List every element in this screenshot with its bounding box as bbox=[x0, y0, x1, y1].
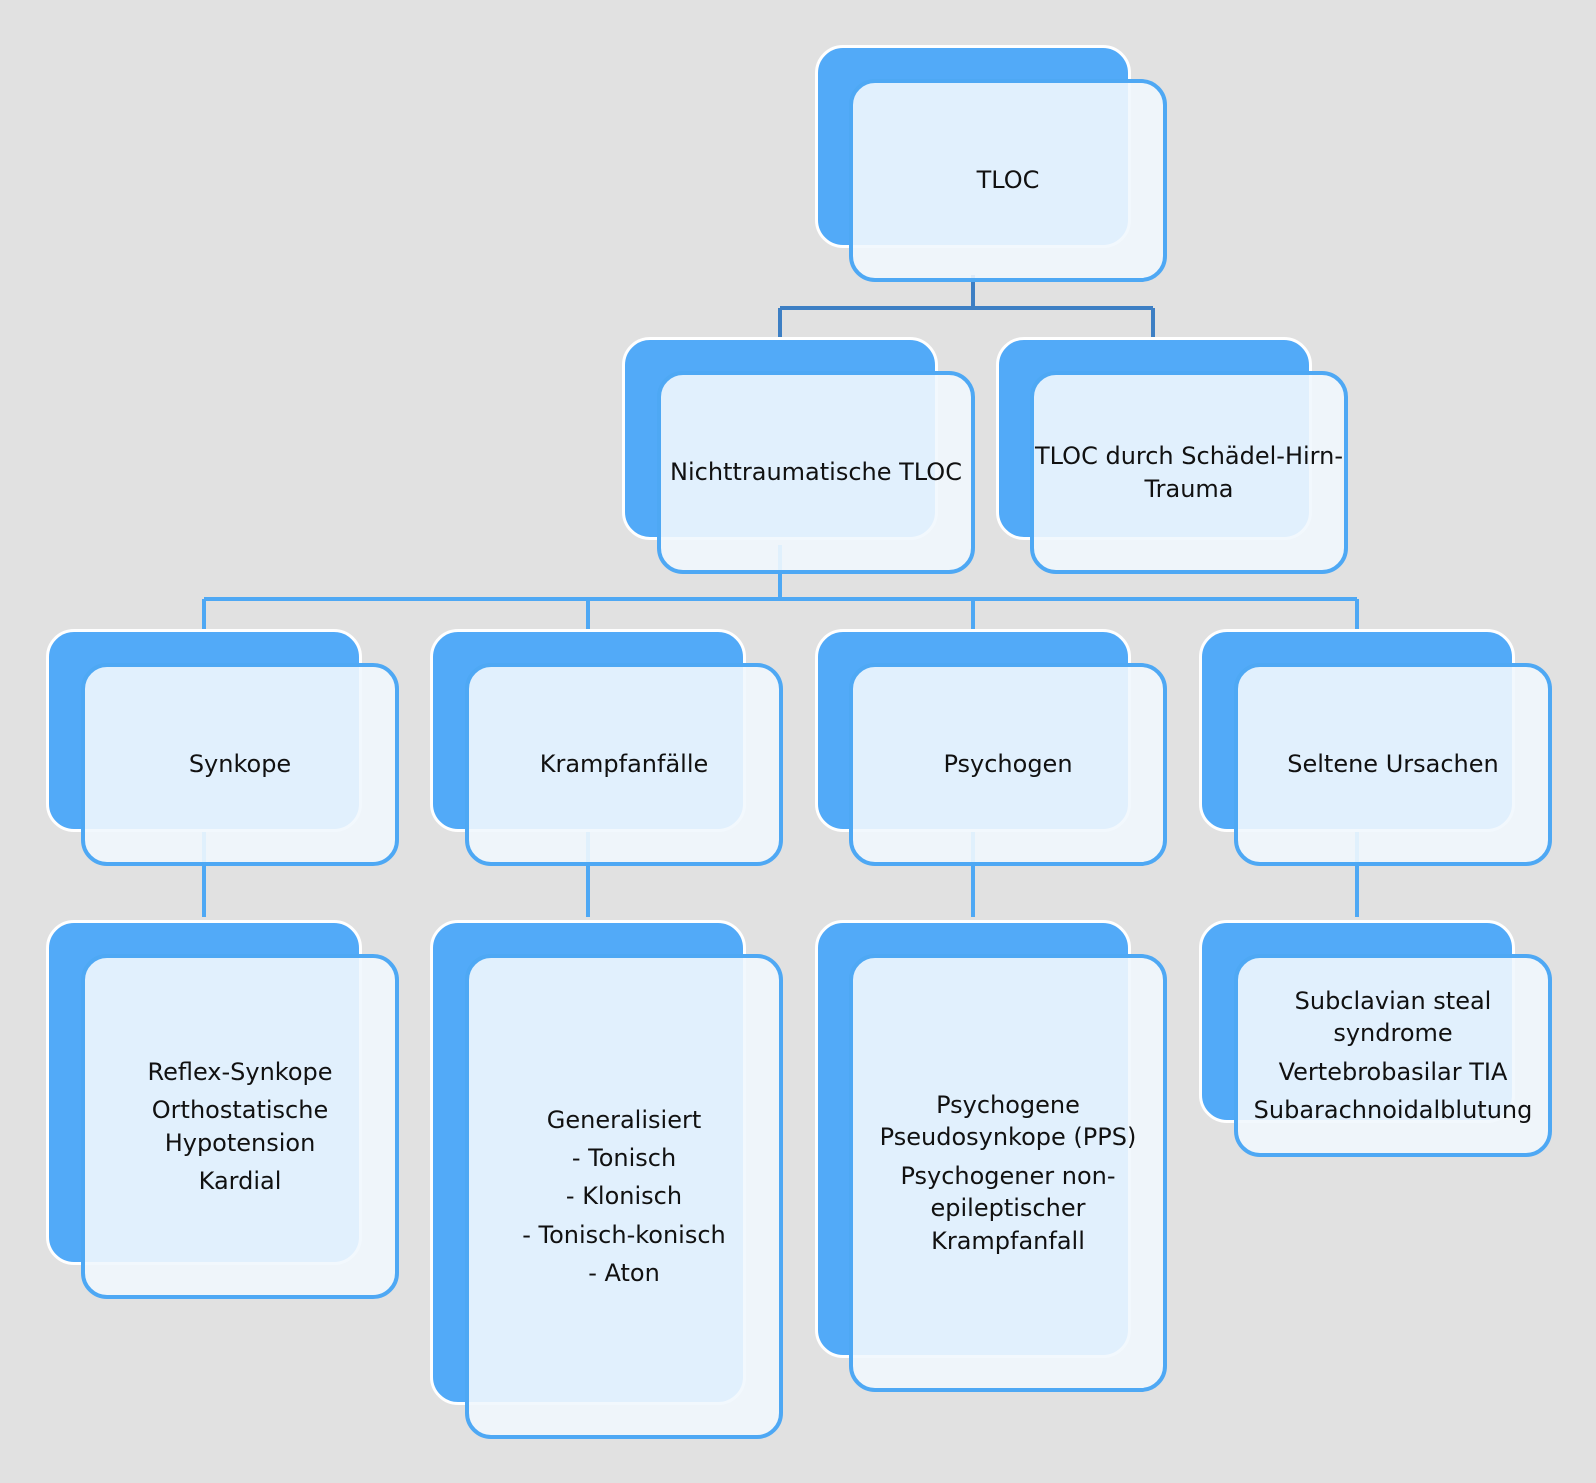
detail-line: Psychogene Pseudosynkope (PPS) bbox=[879, 1091, 1137, 1152]
node-label: Krampfanfälle bbox=[539, 750, 709, 779]
node-label: Seltene Ursachen bbox=[1287, 750, 1499, 779]
detail-line: Subarachnoidalblutung bbox=[1253, 1095, 1533, 1124]
card-face: Seltene Ursachen bbox=[1234, 663, 1552, 866]
card-face: TLOC bbox=[849, 79, 1167, 282]
node-label: TLOC bbox=[976, 166, 1040, 195]
detail-line: Subclavian steal syndrome bbox=[1294, 986, 1492, 1048]
card-face: Nichttraumatische TLOC bbox=[657, 371, 975, 574]
card-face: Psychogene Pseudosynkope (PPS) Psychogen… bbox=[849, 954, 1167, 1392]
detail-line: - Tonisch bbox=[571, 1143, 677, 1172]
card-face: Subclavian steal syndrome Vertebrobasila… bbox=[1234, 954, 1552, 1157]
detail-line: Generalisiert bbox=[546, 1105, 702, 1134]
detail-line: Reflex-Synkope bbox=[147, 1057, 333, 1086]
detail-line: - Tonisch-konisch bbox=[522, 1220, 726, 1249]
detail-line: Orthostatische Hypotension bbox=[151, 1096, 329, 1157]
node-label: Synkope bbox=[188, 750, 292, 779]
detail-line: - Aton bbox=[588, 1259, 660, 1288]
card-face: Generalisiert - Tonisch - Klonisch - Ton… bbox=[465, 954, 783, 1439]
node-label: Nichttraumatische TLOC bbox=[670, 458, 962, 487]
card-face: Reflex-Synkope Orthostatische Hypotensio… bbox=[81, 954, 399, 1299]
card-face: Psychogen bbox=[849, 663, 1167, 866]
detail-line: - Klonisch bbox=[565, 1182, 683, 1211]
detail-line: Vertebrobasilar TIA bbox=[1278, 1057, 1508, 1086]
card-face: Krampfanfälle bbox=[465, 663, 783, 866]
node-label: TLOC durch Schädel-Hirn-Trauma bbox=[1035, 442, 1343, 503]
node-label: Psychogen bbox=[943, 750, 1073, 779]
card-face: Synkope bbox=[81, 663, 399, 866]
detail-line: Kardial bbox=[198, 1166, 282, 1195]
card-face: TLOC durch Schädel-Hirn-Trauma bbox=[1030, 371, 1348, 574]
detail-line: Psychogener non-epileptischer Krampfanfa… bbox=[900, 1161, 1116, 1255]
